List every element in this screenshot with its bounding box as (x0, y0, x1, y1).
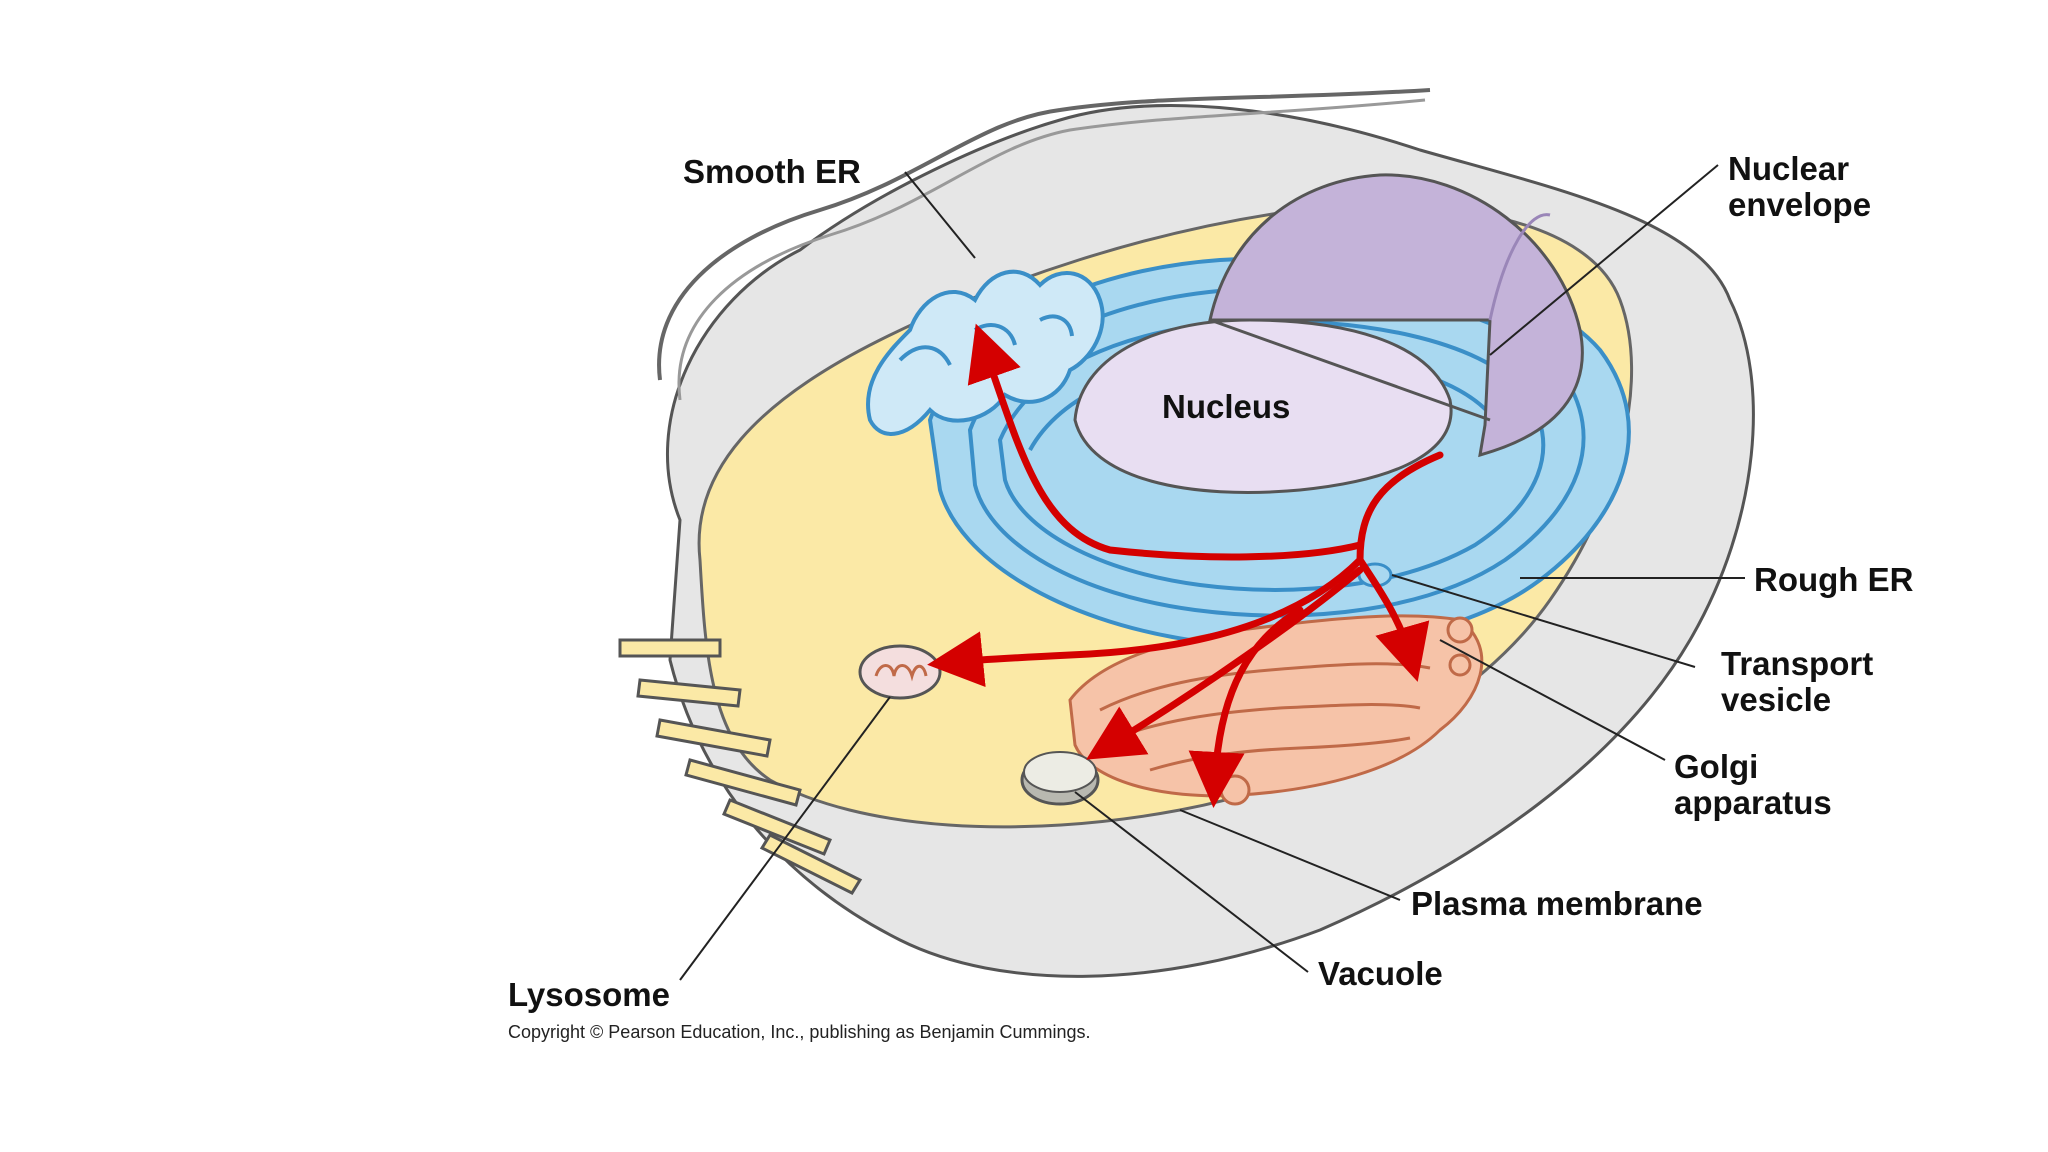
label-plasma-membrane: Plasma membrane (1411, 885, 1703, 922)
nucleus (1073, 173, 1584, 494)
label-golgi-apparatus: Golgi apparatus (1674, 749, 1832, 821)
label-vacuole: Vacuole (1318, 955, 1443, 992)
label-transport-vesicle-line1: Transport (1721, 645, 1874, 682)
label-rough-er: Rough ER (1754, 561, 1914, 598)
label-nuclear-envelope: Nuclear envelope (1728, 151, 1871, 223)
flow-arrows (927, 323, 1444, 808)
microvilli (618, 638, 863, 895)
label-transport-vesicle: Transport vesicle (1721, 646, 1873, 718)
lysosome (858, 644, 942, 700)
leader-lines (679, 164, 1745, 981)
label-transport-vesicle-line2: vesicle (1721, 681, 1832, 718)
copyright-notice: Copyright © Pearson Education, Inc., pub… (508, 1022, 1091, 1042)
label-golgi-line2: apparatus (1674, 784, 1832, 821)
label-nuclear-envelope-line2: envelope (1728, 186, 1872, 223)
plasma-membrane-flap (657, 88, 1431, 381)
vacuole (1020, 751, 1100, 806)
label-smooth-er: Smooth ER (683, 153, 861, 190)
label-golgi-line1: Golgi (1674, 748, 1759, 785)
plasma-membrane-flap-inner (677, 98, 1426, 401)
label-nuclear-envelope-line1: Nuclear (1728, 150, 1850, 187)
label-lysosome: Lysosome (508, 976, 671, 1013)
label-nucleus: Nucleus (1162, 388, 1291, 425)
